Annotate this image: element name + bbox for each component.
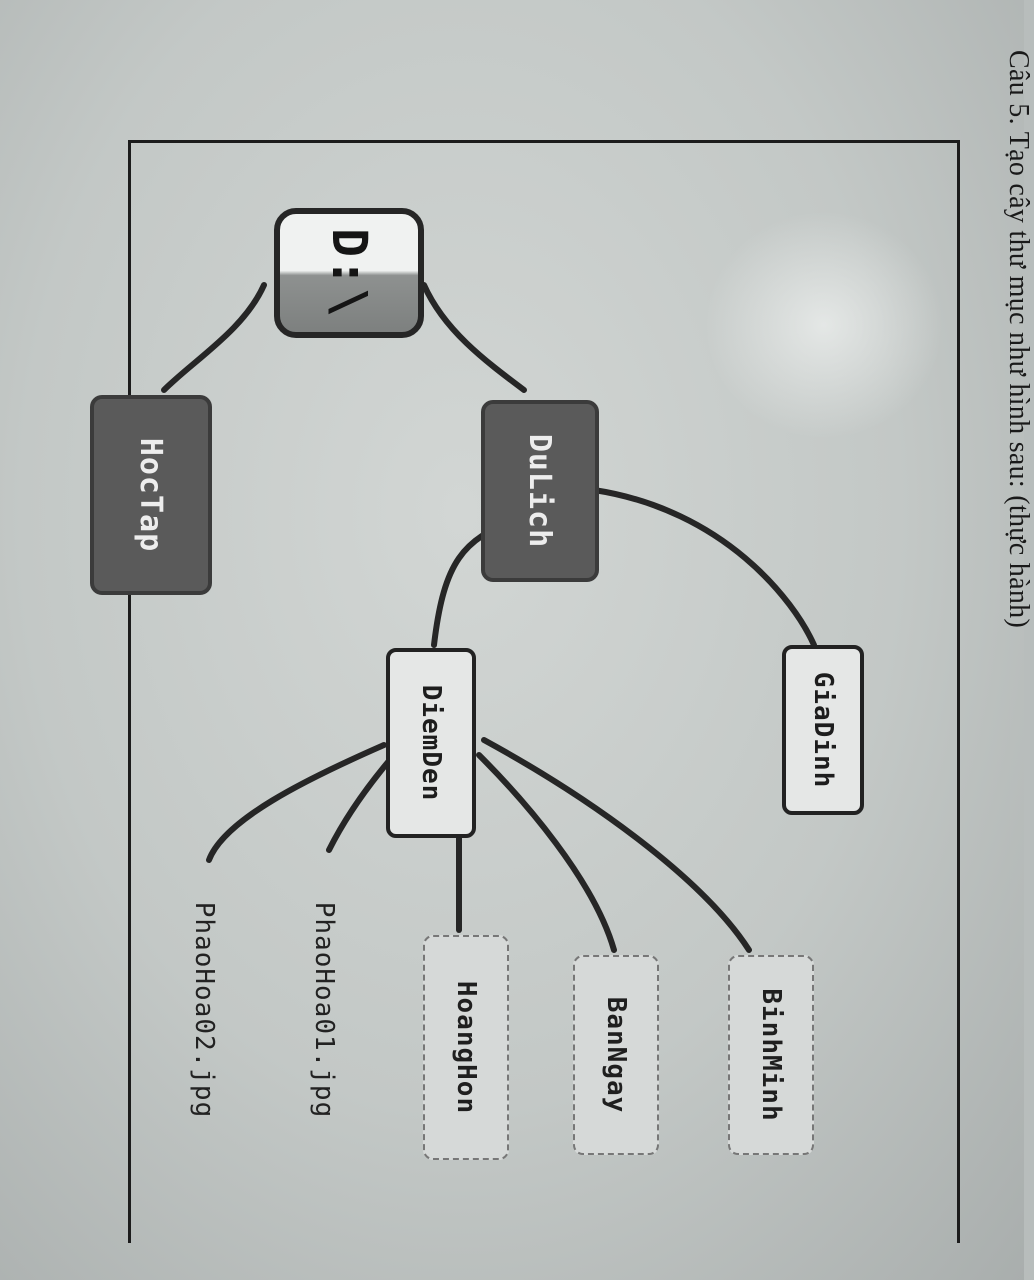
root-drive-label: D:\	[321, 228, 377, 318]
folder-node-hoanghon: HoangHon	[423, 935, 509, 1160]
edge-diemden-binhminh	[481, 737, 752, 953]
edge-root-hoctap	[161, 282, 267, 393]
folder-label-giadinh: GiaDinh	[808, 671, 838, 789]
edge-root-dulich	[421, 282, 527, 393]
file-node-phaohoa01: PhaoHoa01.jpg	[294, 870, 354, 1150]
edge-dulich-giadinh	[591, 487, 817, 648]
file-node-phaohoa02: PhaoHoa02.jpg	[174, 870, 234, 1150]
folder-label-hoctap: HocTap	[133, 437, 169, 553]
edge-diemden-phaohoa01	[326, 752, 397, 853]
folder-node-binhminh: BinhMinh	[728, 955, 814, 1155]
folder-label-binhminh: BinhMinh	[756, 988, 786, 1122]
folder-label-hoanghon: HoangHon	[451, 980, 481, 1115]
folder-node-dulich: DuLich	[481, 400, 599, 582]
folder-node-hoctap: HocTap	[90, 395, 212, 595]
folder-label-diemden: DiemDen	[416, 684, 446, 802]
root-drive-node: D:\	[274, 208, 424, 338]
edge-diemden-banngay	[476, 752, 617, 953]
file-label-phaohoa02: PhaoHoa02.jpg	[189, 901, 219, 1119]
folder-label-dulich: DuLich	[522, 433, 558, 549]
folder-node-banngay: BanNgay	[573, 955, 659, 1155]
file-label-phaohoa01: PhaoHoa01.jpg	[309, 901, 339, 1119]
edge-diemden-phaohoa02	[206, 742, 387, 863]
folder-node-diemden: DiemDen	[386, 648, 476, 838]
folder-label-banngay: BanNgay	[601, 996, 631, 1114]
folder-node-giadinh: GiaDinh	[782, 645, 864, 815]
